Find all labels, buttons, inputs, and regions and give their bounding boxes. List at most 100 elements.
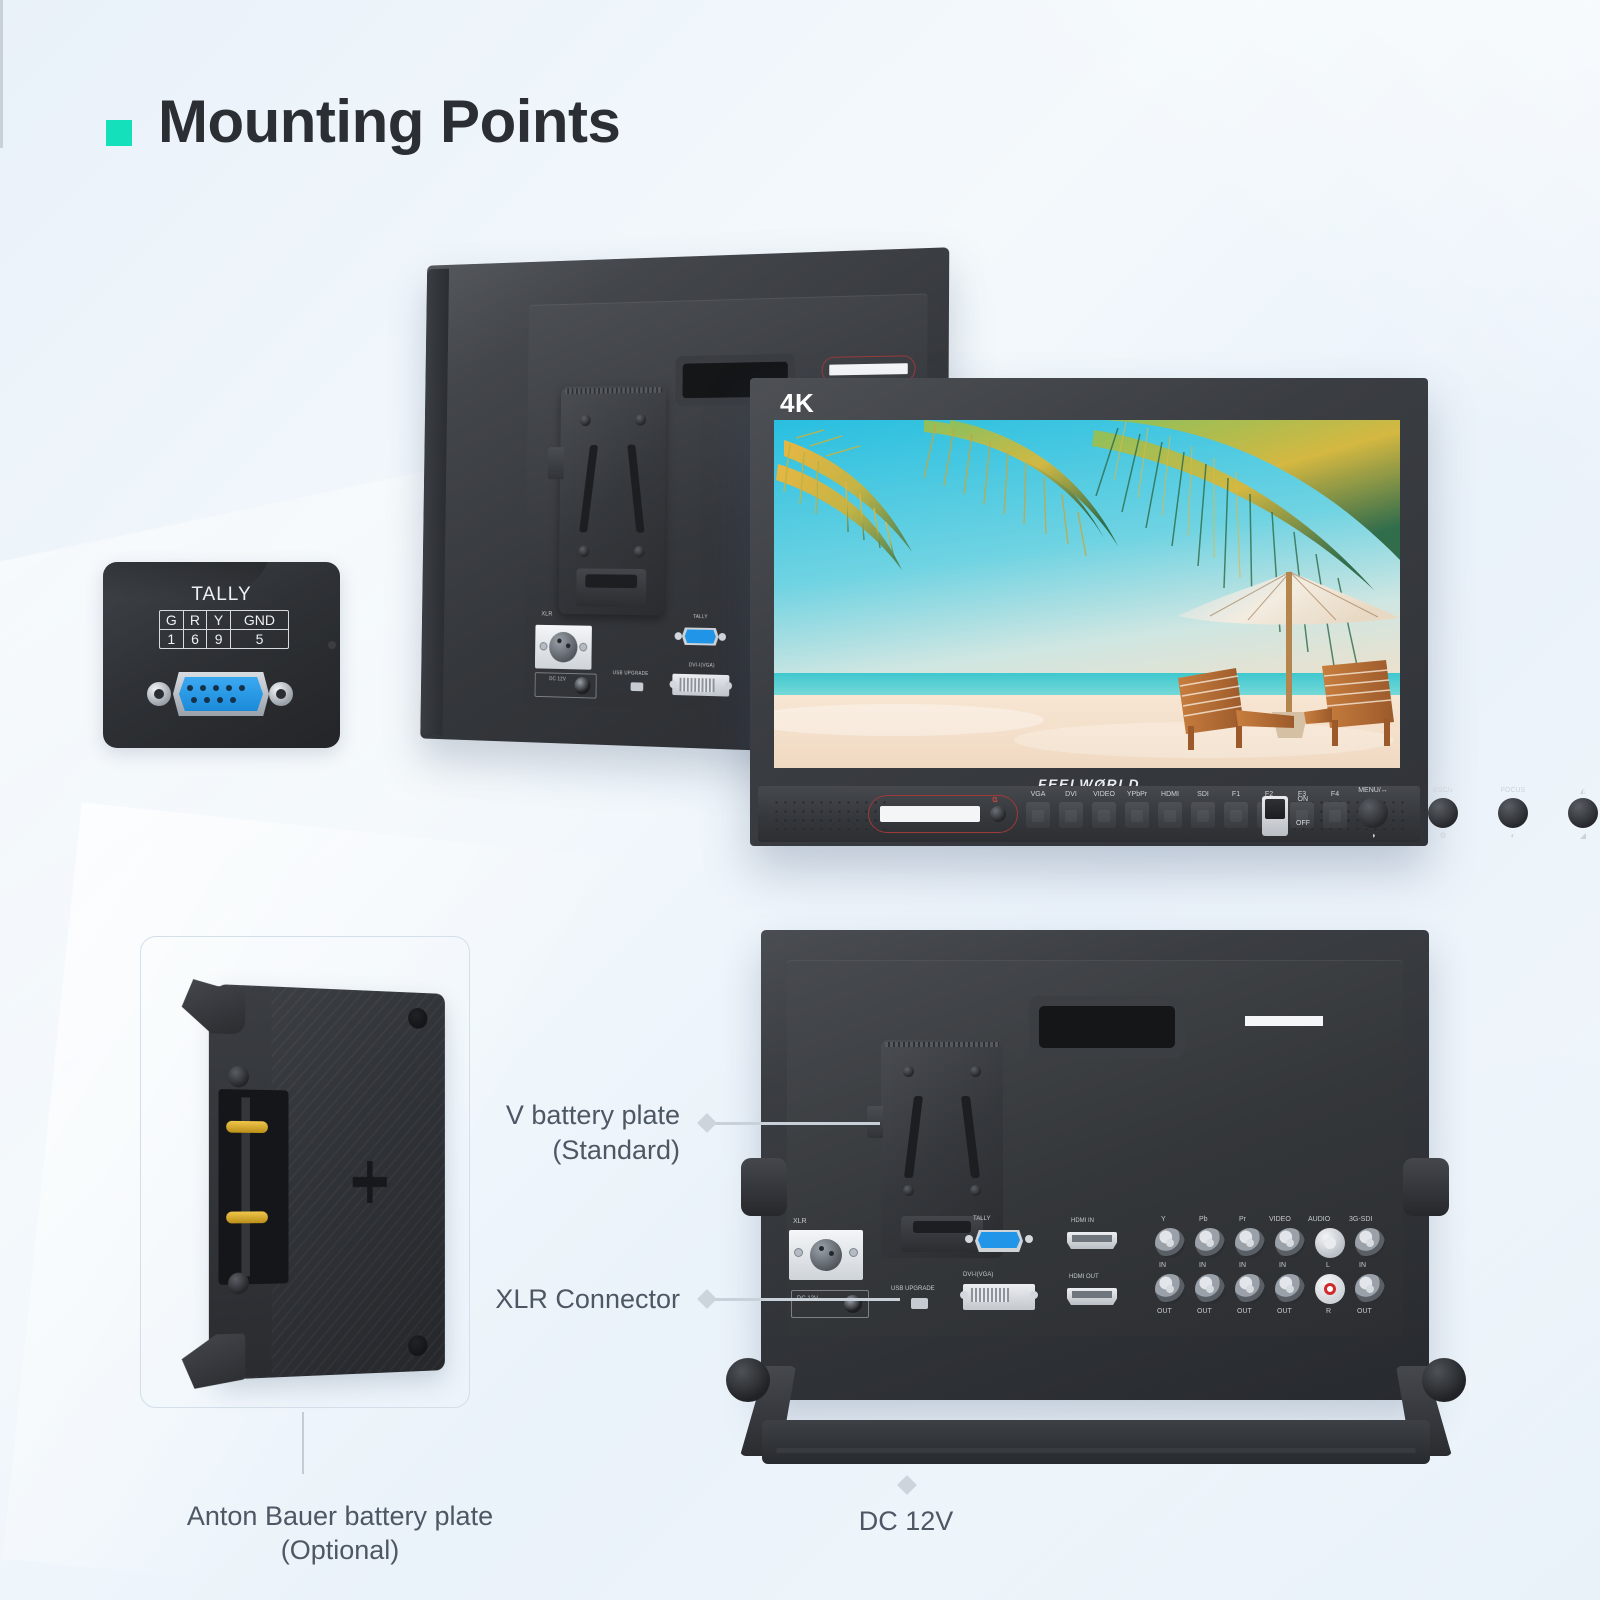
db9-pin-row-bottom xyxy=(191,697,236,703)
v-plate-latch-lower xyxy=(901,1216,983,1252)
bnc-y-out[interactable] xyxy=(1155,1274,1185,1304)
tally-value-y: 9 xyxy=(207,630,231,649)
tally-header-gnd: GND xyxy=(243,612,276,628)
bnc-pr-out[interactable] xyxy=(1235,1274,1265,1304)
bnc-sdi-in-label: IN xyxy=(1359,1262,1366,1269)
spec-label-lower xyxy=(1245,1016,1323,1026)
knob-focus[interactable]: FOCUS ◐ xyxy=(1498,787,1528,840)
bnc-label-pb: Pb xyxy=(1199,1216,1208,1223)
xlr-port-icon-lower: XLR xyxy=(793,1218,807,1225)
db9-screw-left xyxy=(147,682,171,706)
bnc-label-audio: AUDIO xyxy=(1308,1216,1331,1223)
button-f4[interactable]: F4 xyxy=(1323,791,1347,828)
usb-upgrade-port-upper xyxy=(630,682,644,692)
usb-upgrade-label-lower: USB UPGRADE xyxy=(891,1286,935,1292)
headphone-jack[interactable] xyxy=(990,806,1006,822)
monitor-rear-view-lower: XLR DC 12V USB UPGRADE TALLY DVI-I(VGA) … xyxy=(741,930,1449,1400)
stand-tilt-knob-left[interactable] xyxy=(726,1358,770,1402)
power-rocker-switch[interactable] xyxy=(1262,796,1288,836)
callout-v-battery-plate-line2: (Standard) xyxy=(552,1135,680,1166)
rca-audio-right[interactable] xyxy=(1315,1274,1345,1304)
beach-lounger-right xyxy=(1304,660,1394,746)
monitor-front-view: 4K FEELWØRLD ⍺ VGA DVI VIDEO YPbPr HDMI … xyxy=(750,378,1598,846)
hdmi-in-label-lower: HDMI IN xyxy=(1071,1218,1094,1224)
leader-line-xlr-connector xyxy=(712,1298,900,1301)
usb-upgrade-port-lower[interactable] xyxy=(911,1298,928,1309)
knob-esc[interactable]: ESC/♪ ⚙ xyxy=(1428,787,1458,840)
leader-dot-xlr-connector xyxy=(697,1289,717,1309)
beach-lounger-left xyxy=(1178,668,1294,750)
dvi-vga-port-lower[interactable] xyxy=(960,1284,1038,1310)
tilt-stand xyxy=(718,1358,1474,1474)
leader-line-v-battery-plate xyxy=(712,1122,880,1125)
button-vga[interactable]: VGA xyxy=(1026,791,1050,828)
knob-volume[interactable]: ◭ ◢ xyxy=(1568,788,1598,840)
tally-header-y: Y xyxy=(207,611,231,630)
v-plate-latch xyxy=(576,568,647,608)
control-knob-row: MENU/↔ ◑ ESC/♪ ⚙ FOCUS ◐ ◭ ◢ xyxy=(1358,787,1598,840)
rca-audio-left-label: L xyxy=(1326,1262,1330,1269)
button-sdi[interactable]: SDI xyxy=(1191,791,1215,828)
tally-db9-port-upper xyxy=(674,627,727,645)
page-title: Mounting Points xyxy=(158,88,621,155)
v-plate-groove-lower xyxy=(903,1096,981,1182)
button-f1[interactable]: F1 xyxy=(1224,791,1248,828)
tally-label: TALLY xyxy=(191,584,252,605)
bnc-video-in-label: IN xyxy=(1279,1262,1286,1269)
xlr-connector-lower[interactable] xyxy=(789,1230,863,1280)
bnc-pb-in-label: IN xyxy=(1199,1262,1206,1269)
bnc-y-in[interactable] xyxy=(1155,1228,1185,1258)
dvi-vga-label-upper: DVI-I(VGA) xyxy=(688,662,715,669)
leader-dot-dc-12v xyxy=(897,1475,917,1495)
bnc-pb-out[interactable] xyxy=(1195,1274,1225,1304)
stand-pivot-left xyxy=(741,1158,787,1216)
tally-header-r: R xyxy=(184,611,208,630)
hdmi-out-port-lower[interactable] xyxy=(1067,1288,1117,1305)
stand-pivot-right xyxy=(1403,1158,1449,1216)
anton-bauer-leader-line xyxy=(302,1412,304,1474)
anton-bauer-caption: Anton Bauer battery plate (Optional) xyxy=(60,1500,620,1568)
carry-handle-slot-lower xyxy=(1029,996,1185,1058)
power-on-label: ON xyxy=(1297,796,1309,803)
button-dvi[interactable]: DVI xyxy=(1059,791,1083,828)
bnc-video-in[interactable] xyxy=(1275,1228,1305,1258)
button-ypbpr[interactable]: YPbPr xyxy=(1125,791,1149,828)
dc-12v-port-label: DC 12V xyxy=(549,676,567,683)
hdmi-in-port-lower[interactable] xyxy=(1067,1232,1117,1249)
headphone-slot xyxy=(880,806,980,822)
callout-v-battery-plate-line1: V battery plate xyxy=(505,1100,680,1130)
callout-xlr-connector: XLR Connector xyxy=(495,1284,680,1314)
anton-bauer-caption-line2: (Optional) xyxy=(280,1534,400,1565)
xlr-connector-upper xyxy=(534,624,592,670)
bnc-video-out[interactable] xyxy=(1275,1274,1305,1304)
callout-dc-12v: DC 12V xyxy=(858,1506,954,1536)
bnc-pr-out-label: OUT xyxy=(1237,1308,1252,1315)
tally-db9-port-lower[interactable] xyxy=(965,1230,1033,1252)
button-video[interactable]: VIDEO xyxy=(1092,791,1116,828)
bnc-label-y: Y xyxy=(1161,1216,1166,1223)
bnc-y-in-label: IN xyxy=(1159,1262,1166,1269)
anton-bauer-caption-line1: Anton Bauer battery plate xyxy=(186,1501,494,1531)
dc-12v-jack-lower[interactable] xyxy=(791,1290,869,1318)
button-hdmi[interactable]: HDMI xyxy=(1158,791,1182,828)
rca-audio-left[interactable] xyxy=(1315,1228,1345,1258)
page-header: Mounting Points xyxy=(106,88,621,155)
bnc-pr-in-label: IN xyxy=(1239,1262,1246,1269)
anton-bauer-panel-frame xyxy=(140,936,470,1408)
callout-v-battery-plate: V battery plate (Standard) xyxy=(380,1098,680,1168)
power-off-label: OFF xyxy=(1296,820,1310,827)
dvi-vga-label-lower: DVI-I(VGA) xyxy=(963,1272,994,1278)
bnc-sdi-out[interactable] xyxy=(1355,1274,1385,1304)
bnc-pr-in[interactable] xyxy=(1235,1228,1265,1258)
stand-tilt-knob-right[interactable] xyxy=(1422,1358,1466,1402)
knob-menu[interactable]: MENU/↔ ◑ xyxy=(1358,787,1388,840)
bnc-pb-in[interactable] xyxy=(1195,1228,1225,1258)
bnc-sdi-in[interactable] xyxy=(1355,1228,1385,1258)
headphone-icon: ⍺ xyxy=(992,794,998,804)
tally-port-label-upper: TALLY xyxy=(693,614,708,621)
monitor-screen xyxy=(774,420,1400,768)
ab-plate-nub-top xyxy=(228,1065,250,1088)
bnc-y-out-label: OUT xyxy=(1157,1308,1172,1315)
tally-pinout-table: G R Y GND 1 6 9 5 xyxy=(159,610,289,650)
button-f3[interactable]: F3 xyxy=(1290,791,1314,828)
